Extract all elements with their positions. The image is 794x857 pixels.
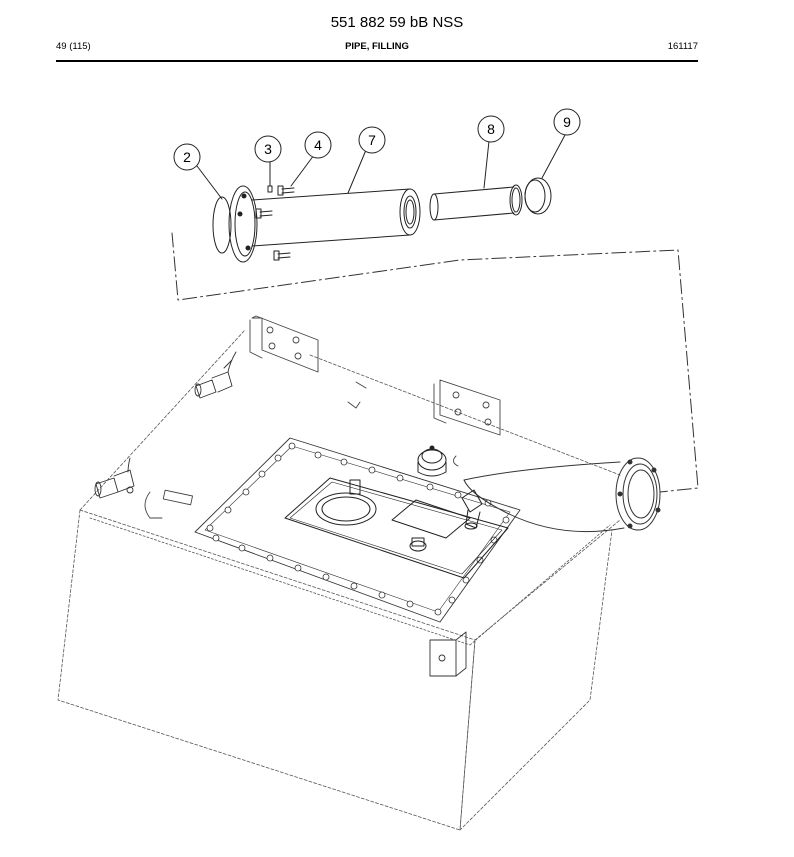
access-plate bbox=[194, 437, 521, 623]
front-bracket bbox=[429, 631, 467, 677]
breather-cap bbox=[417, 445, 447, 477]
assembly-boundary-line bbox=[171, 232, 699, 493]
callout-8-label: 8 bbox=[487, 121, 495, 137]
callout-7-label: 7 bbox=[368, 132, 376, 148]
mounting-bracket-left bbox=[249, 315, 319, 373]
gasket-part bbox=[212, 196, 232, 254]
page-header: 49 (115) PIPE, FILLING 161117 bbox=[56, 41, 698, 55]
screws-part bbox=[255, 185, 295, 261]
access-plate-bolts bbox=[206, 442, 510, 616]
strainer-part bbox=[429, 184, 523, 221]
callout-3-label: 3 bbox=[264, 141, 272, 157]
callout-3: 3 bbox=[254, 135, 282, 163]
flange-part bbox=[228, 185, 258, 263]
date-code: 161117 bbox=[667, 41, 698, 52]
vent-fitting-upper bbox=[194, 351, 237, 399]
callout-9: 9 bbox=[553, 108, 581, 136]
callout-8: 8 bbox=[477, 115, 505, 143]
section-title: PIPE, FILLING bbox=[345, 41, 409, 52]
document-part-number: 551 882 59 bB NSS bbox=[330, 14, 464, 31]
filler-neck bbox=[463, 457, 661, 533]
callout-9-label: 9 bbox=[563, 114, 571, 130]
mounting-bracket-right bbox=[433, 379, 501, 436]
page-number: 49 (115) bbox=[56, 41, 91, 52]
tank-front-face bbox=[57, 509, 476, 831]
callout-4: 4 bbox=[304, 131, 332, 159]
hook-marks bbox=[144, 381, 459, 519]
callout-4-label: 4 bbox=[314, 137, 322, 153]
vent-fitting-lower bbox=[94, 457, 135, 499]
callout-leaders bbox=[196, 134, 566, 200]
header-divider bbox=[56, 60, 698, 62]
elbow-fitting bbox=[461, 489, 483, 530]
callout-2: 2 bbox=[173, 143, 201, 171]
fuel-tank bbox=[57, 329, 621, 831]
cap-part bbox=[524, 177, 552, 215]
callout-7: 7 bbox=[358, 126, 386, 154]
filler-pipe-part bbox=[251, 188, 421, 247]
tank-right-face bbox=[459, 529, 613, 831]
callout-2-label: 2 bbox=[183, 149, 191, 165]
sender-unit-plate bbox=[284, 477, 509, 579]
